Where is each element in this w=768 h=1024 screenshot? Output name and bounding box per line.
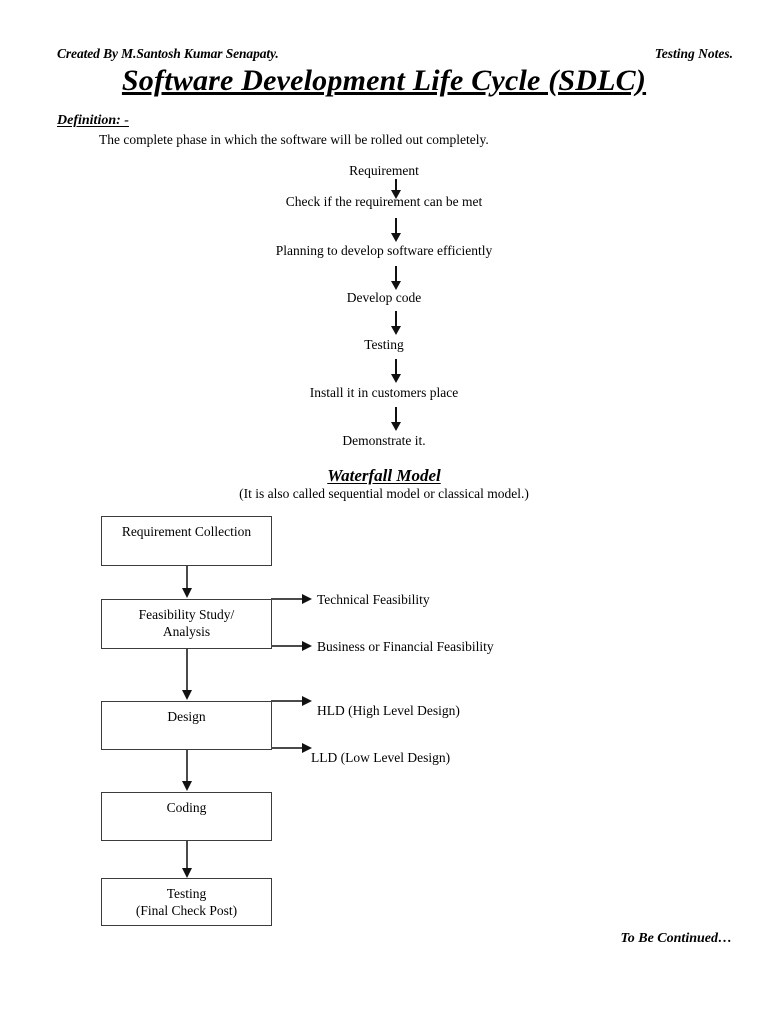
definition-text: The complete phase in which the software… [99, 132, 489, 147]
branch-arrow-business-feasibility [271, 641, 313, 651]
branch-arrow-lld [271, 743, 313, 753]
waterfall-title: Waterfall Model [0, 466, 768, 486]
branch-label-business-feasibility: Business or Financial Feasibility [317, 639, 494, 654]
author-credit: Created By M.Santosh Kumar Senapaty. [57, 46, 279, 61]
waterfall-box-coding: Coding [101, 792, 272, 841]
waterfall-box-testing: Testing (Final Check Post) [101, 878, 272, 926]
waterfall-connector-3 [182, 750, 192, 792]
flow-step-install: Install it in customers place [309, 385, 459, 400]
flow-arrow-4 [391, 311, 401, 337]
flow-arrow-2 [391, 218, 401, 244]
page-title-text: Software Development Life Cycle (SDLC) [121, 64, 647, 97]
flow-step-develop-code: Develop code [346, 290, 422, 305]
branch-label-lld: LLD (Low Level Design) [311, 750, 451, 765]
sdlc-flow-diagram: Requirement Check if the requirement can… [0, 0, 768, 460]
waterfall-box-requirement-collection: Requirement Collection [101, 516, 272, 566]
notes-label: Testing Notes. [654, 46, 733, 61]
flow-arrow-3 [391, 266, 401, 292]
flow-step-requirement: Requirement [349, 163, 419, 178]
flow-arrow-1 [391, 179, 401, 199]
flow-step-testing: Testing [364, 337, 404, 352]
waterfall-connector-1 [182, 566, 192, 599]
to-be-continued-note: To Be Continued… [620, 931, 732, 946]
branch-label-technical-feasibility: Technical Feasibility [317, 592, 430, 607]
waterfall-subtitle: (It is also called sequential model or c… [239, 486, 529, 501]
waterfall-connector-2 [182, 649, 192, 701]
flow-step-check-requirement: Check if the requirement can be met [285, 194, 483, 209]
branch-label-hld: HLD (High Level Design) [317, 703, 460, 718]
flow-step-demonstrate: Demonstrate it. [342, 433, 426, 448]
definition-heading: Definition: - [57, 113, 129, 128]
branch-arrow-hld [271, 696, 313, 706]
waterfall-title-text: Waterfall Model [327, 466, 441, 485]
page-title: Software Development Life Cycle (SDLC) [0, 64, 768, 98]
flow-arrow-6 [391, 407, 401, 433]
branch-arrow-technical-feasibility [271, 594, 313, 604]
flow-arrow-5 [391, 359, 401, 385]
flow-step-planning: Planning to develop software efficiently [275, 243, 493, 258]
waterfall-connector-4 [182, 841, 192, 879]
waterfall-box-design: Design [101, 701, 272, 750]
waterfall-box-feasibility-study: Feasibility Study/ Analysis [101, 599, 272, 649]
